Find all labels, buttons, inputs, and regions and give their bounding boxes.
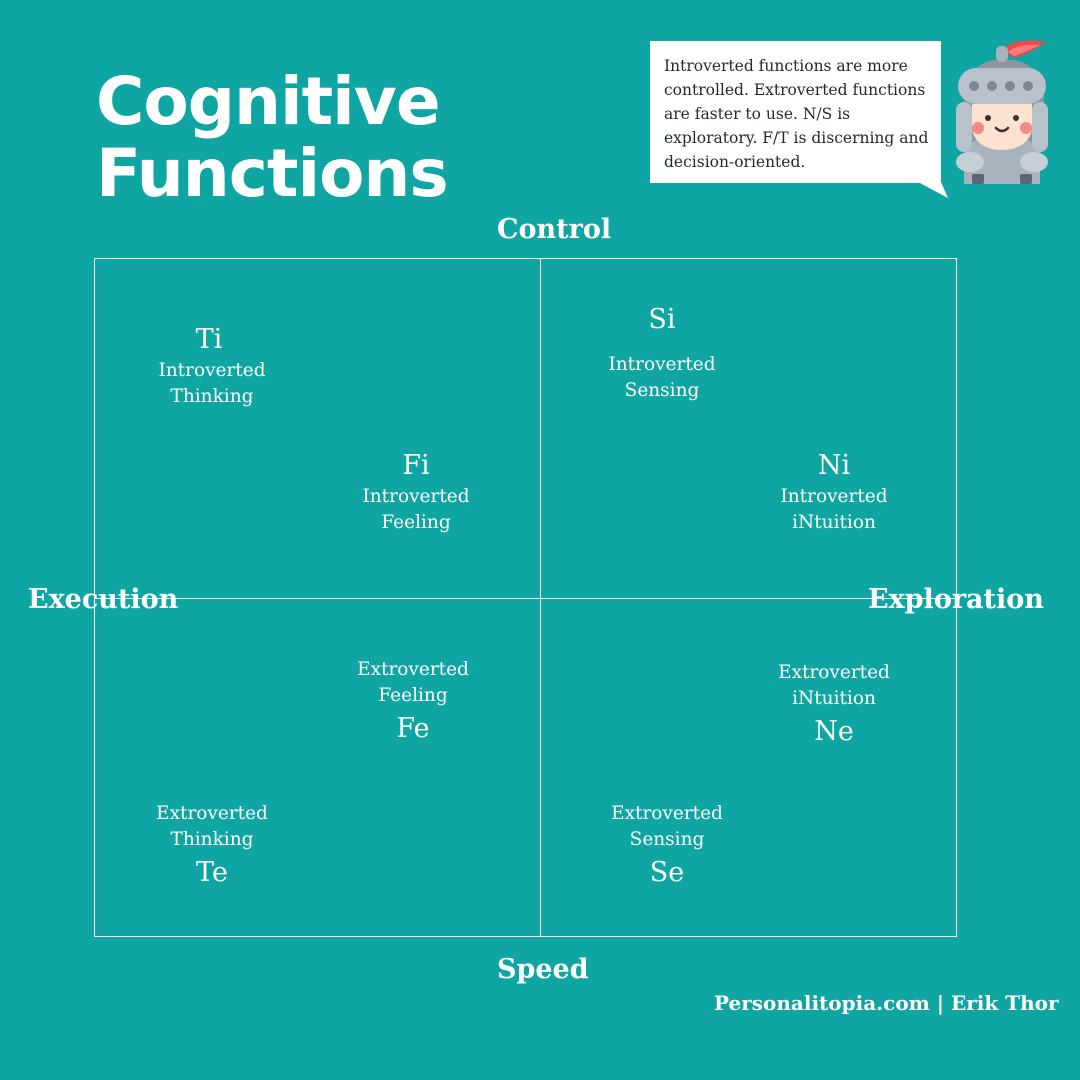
title-line-1: Cognitive [96, 63, 441, 140]
function-name: Introverted Thinking [158, 360, 266, 407]
function-name: Introverted Sensing [608, 354, 716, 401]
function-fi: Fi Introverted Feeling [326, 448, 506, 536]
function-code: Fe [396, 713, 430, 744]
function-se: Extroverted Sensing Se [577, 801, 757, 891]
speech-bubble: Introverted functions are more controlle… [650, 41, 941, 183]
horizontal-axis-line [95, 598, 955, 599]
function-name: Extroverted Feeling [357, 659, 469, 706]
axis-label-right: Exploration [868, 584, 1044, 615]
axis-label-top: Control [497, 214, 612, 245]
axis-label-left: Execution [28, 584, 179, 615]
title-line-2: Functions [96, 135, 449, 212]
function-code: Se [649, 857, 685, 888]
function-code: Si [648, 304, 676, 335]
function-name: Extroverted iNtuition [778, 662, 890, 709]
function-code: Fi [402, 450, 430, 481]
function-te: Extroverted Thinking Te [122, 801, 302, 891]
quadrant-frame [94, 258, 957, 937]
site-credit: Personalitopia.com | Erik Thor [714, 991, 1059, 1015]
function-code: Ni [817, 450, 851, 481]
function-name: Extroverted Thinking [156, 803, 268, 850]
function-code: Ne [814, 716, 854, 747]
function-name: Introverted Feeling [362, 486, 470, 533]
knight-mascot-icon [956, 40, 1048, 184]
function-code: Te [196, 857, 228, 888]
function-ni: Ni Introverted iNtuition [744, 448, 924, 536]
function-code: Ti [195, 324, 223, 355]
vertical-axis-line [540, 259, 541, 936]
function-ne: Extroverted iNtuition Ne [744, 660, 924, 750]
function-name: Introverted iNtuition [780, 486, 888, 533]
function-name: Extroverted Sensing [611, 803, 723, 850]
page-title: Cognitive Functions [96, 63, 449, 212]
function-si: Si Introverted Sensing [572, 302, 752, 404]
function-fe: Extroverted Feeling Fe [323, 657, 503, 747]
axis-label-bottom: Speed [497, 954, 589, 985]
function-ti: Ti Introverted Thinking [122, 322, 302, 410]
speech-bubble-text: Introverted functions are more controlle… [664, 57, 929, 171]
